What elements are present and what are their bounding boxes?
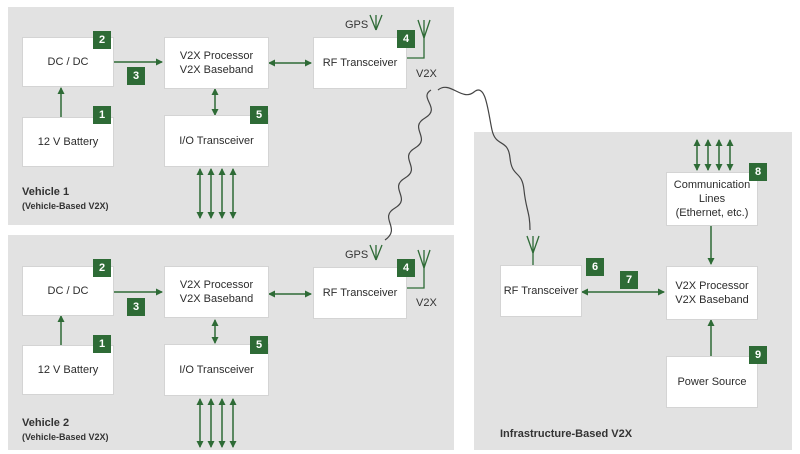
v1-v2-radio-wave <box>384 89 432 241</box>
infra-comm-bus-arrows <box>693 139 734 171</box>
infra-rf-label: RF Transceiver <box>503 285 579 297</box>
v2-badge-rf: 4 <box>397 259 415 277</box>
v2-battery-box: 12 V Battery <box>22 345 114 395</box>
infra-comm-box: Communication Lines (Ethernet, etc.) <box>666 172 758 226</box>
v2-gps-antenna <box>369 244 383 261</box>
infra-antenna <box>526 235 540 265</box>
v1-battery-label: 12 V Battery <box>37 136 99 148</box>
v2-title: Vehicle 2 <box>22 417 70 429</box>
infra-comm-label-3: (Ethernet, etc.) <box>675 207 749 219</box>
v1-battery-box: 12 V Battery <box>22 117 114 167</box>
infra-badge-comm: 8 <box>749 163 767 181</box>
v1-dcdc-label: DC / DC <box>47 56 89 68</box>
v2-io-bus-arrows <box>196 398 237 448</box>
infra-badge-rf: 6 <box>586 258 604 276</box>
infra-processor-label: V2X Processor <box>675 280 749 292</box>
v1-badge-dcdc: 2 <box>93 31 111 49</box>
v1-processor-box: V2X Processor V2X Baseband <box>164 37 269 89</box>
v1-rf-label: RF Transceiver <box>322 57 398 69</box>
infra-badge-link: 7 <box>620 271 638 289</box>
v2-battery-label: 12 V Battery <box>37 364 99 376</box>
infra-processor-box: V2X Processor V2X Baseband <box>666 266 758 320</box>
v2-badge-io: 5 <box>250 336 268 354</box>
v1-rf-box: RF Transceiver <box>313 37 407 89</box>
v1-processor-label: V2X Processor <box>179 50 254 62</box>
v1-io-label: I/O Transceiver <box>179 135 254 147</box>
infra-baseband-label: V2X Baseband <box>675 294 749 306</box>
v1-infra-radio-wave <box>437 86 531 231</box>
v2-subtitle: (Vehicle-Based V2X) <box>22 432 109 442</box>
v1-subtitle: (Vehicle-Based V2X) <box>22 201 109 211</box>
infra-comm-label-2: Lines <box>698 193 726 205</box>
v1-gps-label: GPS <box>345 19 369 31</box>
v1-baseband-label: V2X Baseband <box>179 64 254 76</box>
v2-processor-box: V2X Processor V2X Baseband <box>164 266 269 318</box>
v2-rf-label: RF Transceiver <box>322 287 398 299</box>
v2-baseband-label: V2X Baseband <box>179 293 254 305</box>
infra-power-box: Power Source <box>666 356 758 408</box>
v1-io-bus-arrows <box>196 168 237 219</box>
infra-badge-power: 9 <box>749 346 767 364</box>
v1-v2x-antenna <box>407 19 431 59</box>
v2-badge-dcdc: 2 <box>93 259 111 277</box>
v1-badge-link: 3 <box>127 67 145 85</box>
v2-badge-battery: 1 <box>93 335 111 353</box>
infra-title: Infrastructure-Based V2X <box>500 428 633 440</box>
infra-comm-label-1: Communication <box>673 179 751 191</box>
v1-badge-io: 5 <box>250 106 268 124</box>
v2-rf-box: RF Transceiver <box>313 267 407 319</box>
v2-v2x-label: V2X <box>416 297 437 309</box>
v1-v2x-label: V2X <box>416 68 437 80</box>
v2-v2x-antenna <box>407 249 431 289</box>
v1-badge-rf: 4 <box>397 30 415 48</box>
v2-gps-label: GPS <box>345 249 369 261</box>
v1-badge-battery: 1 <box>93 106 111 124</box>
v1-title: Vehicle 1 <box>22 186 70 198</box>
v2-dcdc-label: DC / DC <box>47 285 89 297</box>
v1-gps-antenna <box>369 14 383 31</box>
v2-processor-label: V2X Processor <box>179 279 254 291</box>
infra-rf-box: RF Transceiver <box>500 265 582 317</box>
v2-badge-link: 3 <box>127 298 145 316</box>
v2-io-label: I/O Transceiver <box>179 364 254 376</box>
infra-power-label: Power Source <box>677 376 747 388</box>
